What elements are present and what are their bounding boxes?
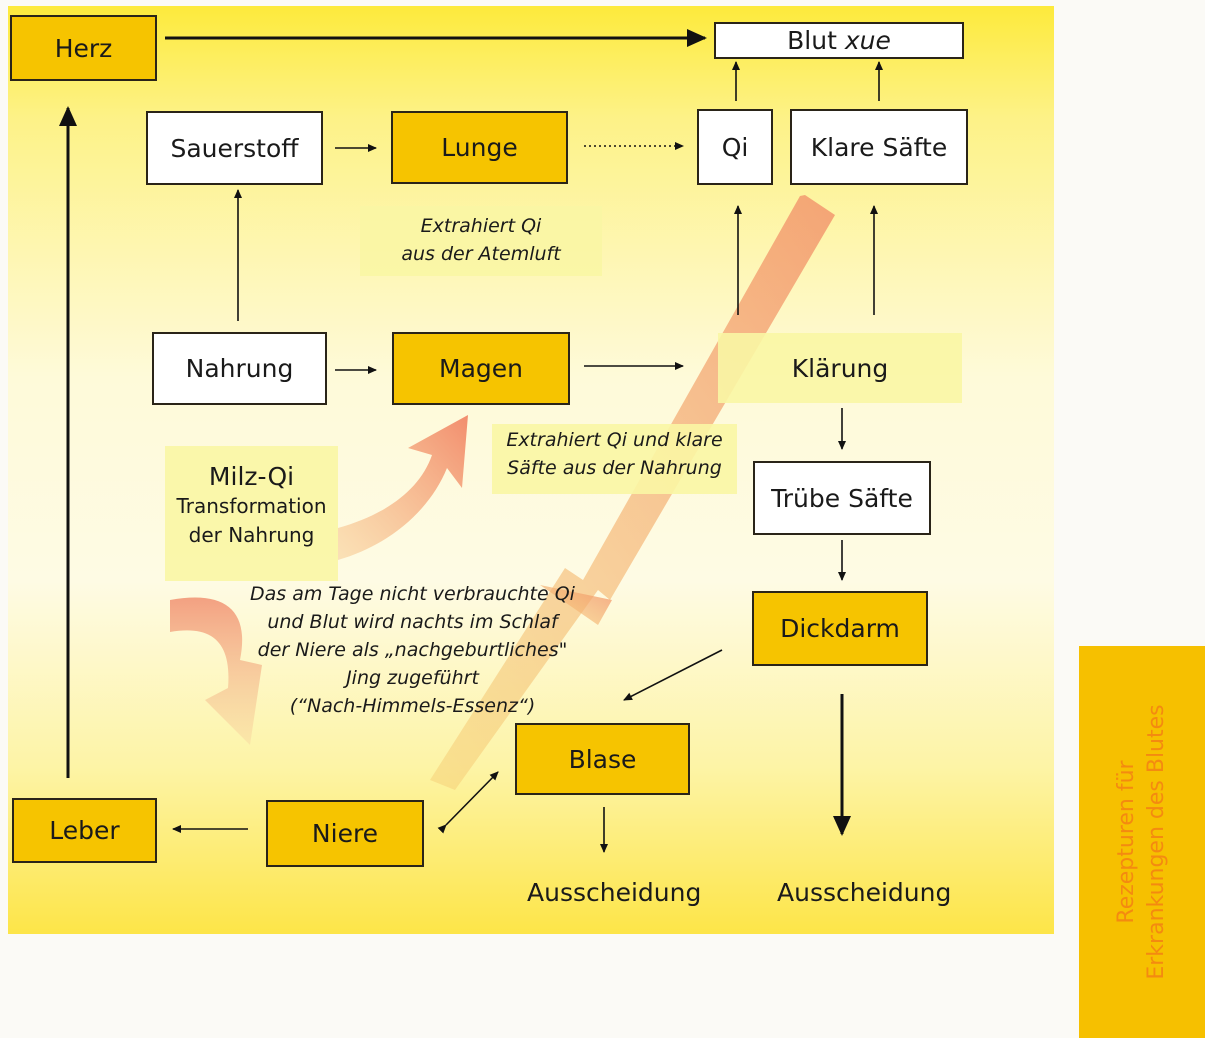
chapter-side-tab: Rezepturen für Erkrankungen des Blutes [1079, 646, 1205, 1038]
arrow-dickdarm-to-blase [623, 649, 723, 701]
nahrung-box: Nahrung [152, 332, 327, 405]
jing-note-line1: Das am Tage nicht verbrauchte Qi [250, 583, 575, 605]
arrow-niere-blase [437, 771, 499, 834]
lunge-note-line2: aus der Atemluft [401, 243, 561, 265]
blut-label: Blut xue [787, 26, 891, 55]
milz-qi-line1: Transformation [176, 494, 327, 518]
chapter-tab-line1: Rezepturen für [1114, 760, 1139, 924]
lunge-note: Extrahiert Qi aus der Atemluft [360, 206, 602, 276]
milz-to-magen-flow-arrow [338, 415, 468, 560]
herz-label: Herz [54, 33, 113, 63]
diagonal-flow-head [540, 585, 612, 625]
qi-box: Qi [697, 109, 773, 185]
magen-box: Magen [392, 332, 570, 405]
milz-qi-box: Milz-Qi Transformation der Nahrung [165, 446, 338, 581]
chapter-side-tab-text: Rezepturen für Erkrankungen des Blutes [1112, 704, 1172, 979]
niere-label: Niere [311, 819, 379, 848]
chapter-tab-line2: Erkrankungen des Blutes [1144, 704, 1169, 980]
ausscheidung-dickdarm-label: Ausscheidung [777, 878, 952, 907]
herz-box: Herz [10, 15, 157, 81]
nahrung-label: Nahrung [185, 354, 294, 383]
magen-note-line2: Säfte aus der Nahrung [507, 457, 722, 479]
dickdarm-label: Dickdarm [780, 614, 900, 643]
milz-to-niere-flow-arrow [170, 597, 262, 745]
sauerstoff-label: Sauerstoff [170, 133, 299, 163]
jing-note-line4: Jing zugeführt [346, 667, 479, 689]
jing-note: Das am Tage nicht verbrauchte Qi und Blu… [230, 580, 595, 720]
magen-label: Magen [439, 354, 523, 383]
blase-box: Blase [515, 723, 690, 795]
niere-box: Niere [266, 800, 424, 867]
jing-note-line5: (“Nach-Himmels-Essenz“) [289, 695, 536, 717]
jing-note-line2: und Blut wird nachts im Schlaf [267, 611, 558, 633]
sauerstoff-box: Sauerstoff [146, 111, 323, 185]
magen-note-line1: Extrahiert Qi und klare [506, 429, 723, 451]
klaerung-box: Klärung [718, 333, 962, 403]
lunge-box: Lunge [391, 111, 568, 184]
blut-box: Blut xue [714, 22, 964, 59]
klare-saefte-box: Klare Säfte [790, 109, 968, 185]
leber-label: Leber [49, 816, 120, 845]
magen-note: Extrahiert Qi und klare Säfte aus der Na… [492, 424, 737, 494]
milz-qi-line2: der Nahrung [188, 523, 315, 547]
truebe-saefte-box: Trübe Säfte [753, 461, 931, 535]
leber-box: Leber [12, 798, 157, 863]
truebe-saefte-label: Trübe Säfte [771, 483, 913, 513]
milz-qi-title: Milz-Qi [208, 462, 295, 491]
ausscheidung-blase-label: Ausscheidung [527, 878, 702, 907]
klare-saefte-label: Klare Säfte [810, 132, 948, 162]
dickdarm-box: Dickdarm [752, 591, 928, 666]
qi-label: Qi [721, 132, 749, 162]
klaerung-label: Klärung [791, 353, 889, 383]
lunge-note-line1: Extrahiert Qi [420, 215, 542, 237]
lunge-label: Lunge [441, 133, 518, 162]
blase-label: Blase [568, 744, 637, 774]
jing-note-line3: der Niere als „nachgeburtliches" [257, 639, 568, 661]
